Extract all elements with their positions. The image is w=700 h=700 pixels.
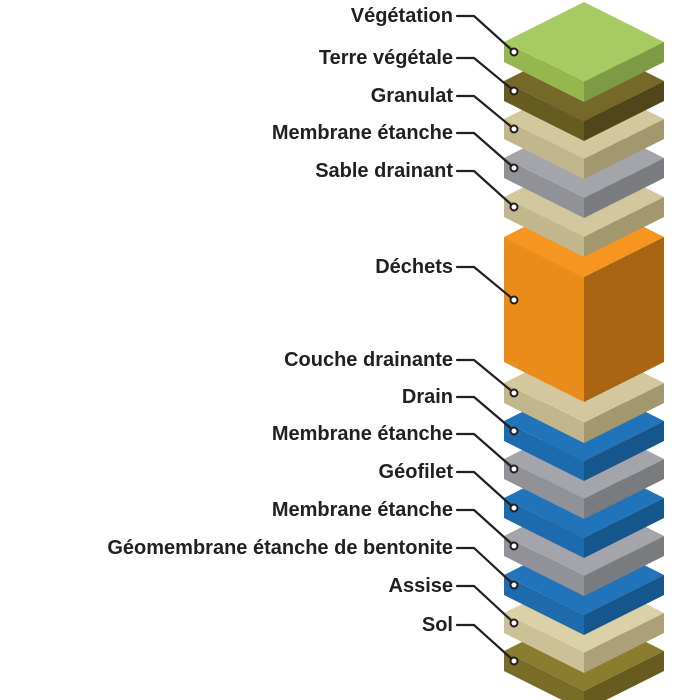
layer-marker-drain: [509, 426, 519, 436]
layer-slab-bentonite-geomembrane-left: [504, 575, 584, 635]
layer-slab-base-layer-left: [504, 613, 584, 673]
layer-slab-vegetation-left: [504, 42, 584, 102]
leader-line-base-layer: [455, 584, 516, 625]
layer-marker-vegetation: [509, 47, 519, 57]
layer-slab-drainage-sand-left: [504, 197, 584, 257]
layer-slab-membrane-left: [504, 459, 584, 519]
layer-marker-aggregate: [509, 124, 519, 134]
layer-marker-waste: [509, 295, 519, 305]
layer-slab-geonet-right: [584, 498, 664, 558]
layer-slab-topsoil-right: [584, 81, 664, 141]
layer-slab-vegetation-right: [584, 42, 664, 102]
layer-marker-membrane: [509, 464, 519, 474]
leader-line-membrane: [455, 508, 516, 548]
leader-line-drain: [455, 395, 516, 433]
layer-marker-membrane: [509, 163, 519, 173]
layer-slab-membrane-left: [504, 536, 584, 596]
layer-slab-geonet-left: [504, 498, 584, 558]
layer-marker-drainage-sand: [509, 202, 519, 212]
leader-line-topsoil: [455, 56, 516, 93]
layer-slab-aggregate-right: [584, 119, 664, 179]
leader-line-geonet: [455, 470, 516, 510]
layer-slab-membrane-right: [584, 158, 664, 218]
leader-line-bentonite-geomembrane: [455, 546, 516, 587]
leader-line-drainage-layer: [455, 358, 516, 395]
layer-slab-membrane-right: [584, 536, 664, 596]
layer-marker-topsoil: [509, 86, 519, 96]
leader-line-membrane: [455, 432, 516, 471]
leader-line-soil: [455, 623, 516, 663]
layer-slab-drain-left: [504, 421, 584, 481]
layer-slab-drainage-sand-right: [584, 197, 664, 257]
layer-slab-waste-right: [584, 237, 664, 402]
layer-marker-bentonite-geomembrane: [509, 580, 519, 590]
layer-slab-topsoil-left: [504, 81, 584, 141]
leader-line-drainage-sand: [455, 169, 516, 209]
layer-slab-drainage-layer-left: [504, 383, 584, 443]
layer-marker-drainage-layer: [509, 388, 519, 398]
layer-slab-membrane-left: [504, 158, 584, 218]
leader-line-vegetation: [455, 14, 516, 54]
layer-slab-drainage-layer-right: [584, 383, 664, 443]
leader-line-membrane: [455, 131, 516, 170]
layer-marker-membrane: [509, 541, 519, 551]
layer-slab-membrane-right: [584, 459, 664, 519]
layer-marker-soil: [509, 656, 519, 666]
layer-marker-geonet: [509, 503, 519, 513]
layer-slab-bentonite-geomembrane-right: [584, 575, 664, 635]
layer-slab-soil-right: [584, 651, 664, 700]
layer-slab-soil-left: [504, 651, 584, 700]
layer-slab-aggregate-left: [504, 119, 584, 179]
layer-slab-drain-right: [584, 421, 664, 481]
layer-marker-base-layer: [509, 618, 519, 628]
leader-line-waste: [455, 265, 516, 302]
leader-line-aggregate: [455, 94, 516, 131]
layer-slab-waste-left: [504, 237, 584, 402]
layer-slab-base-layer-right: [584, 613, 664, 673]
